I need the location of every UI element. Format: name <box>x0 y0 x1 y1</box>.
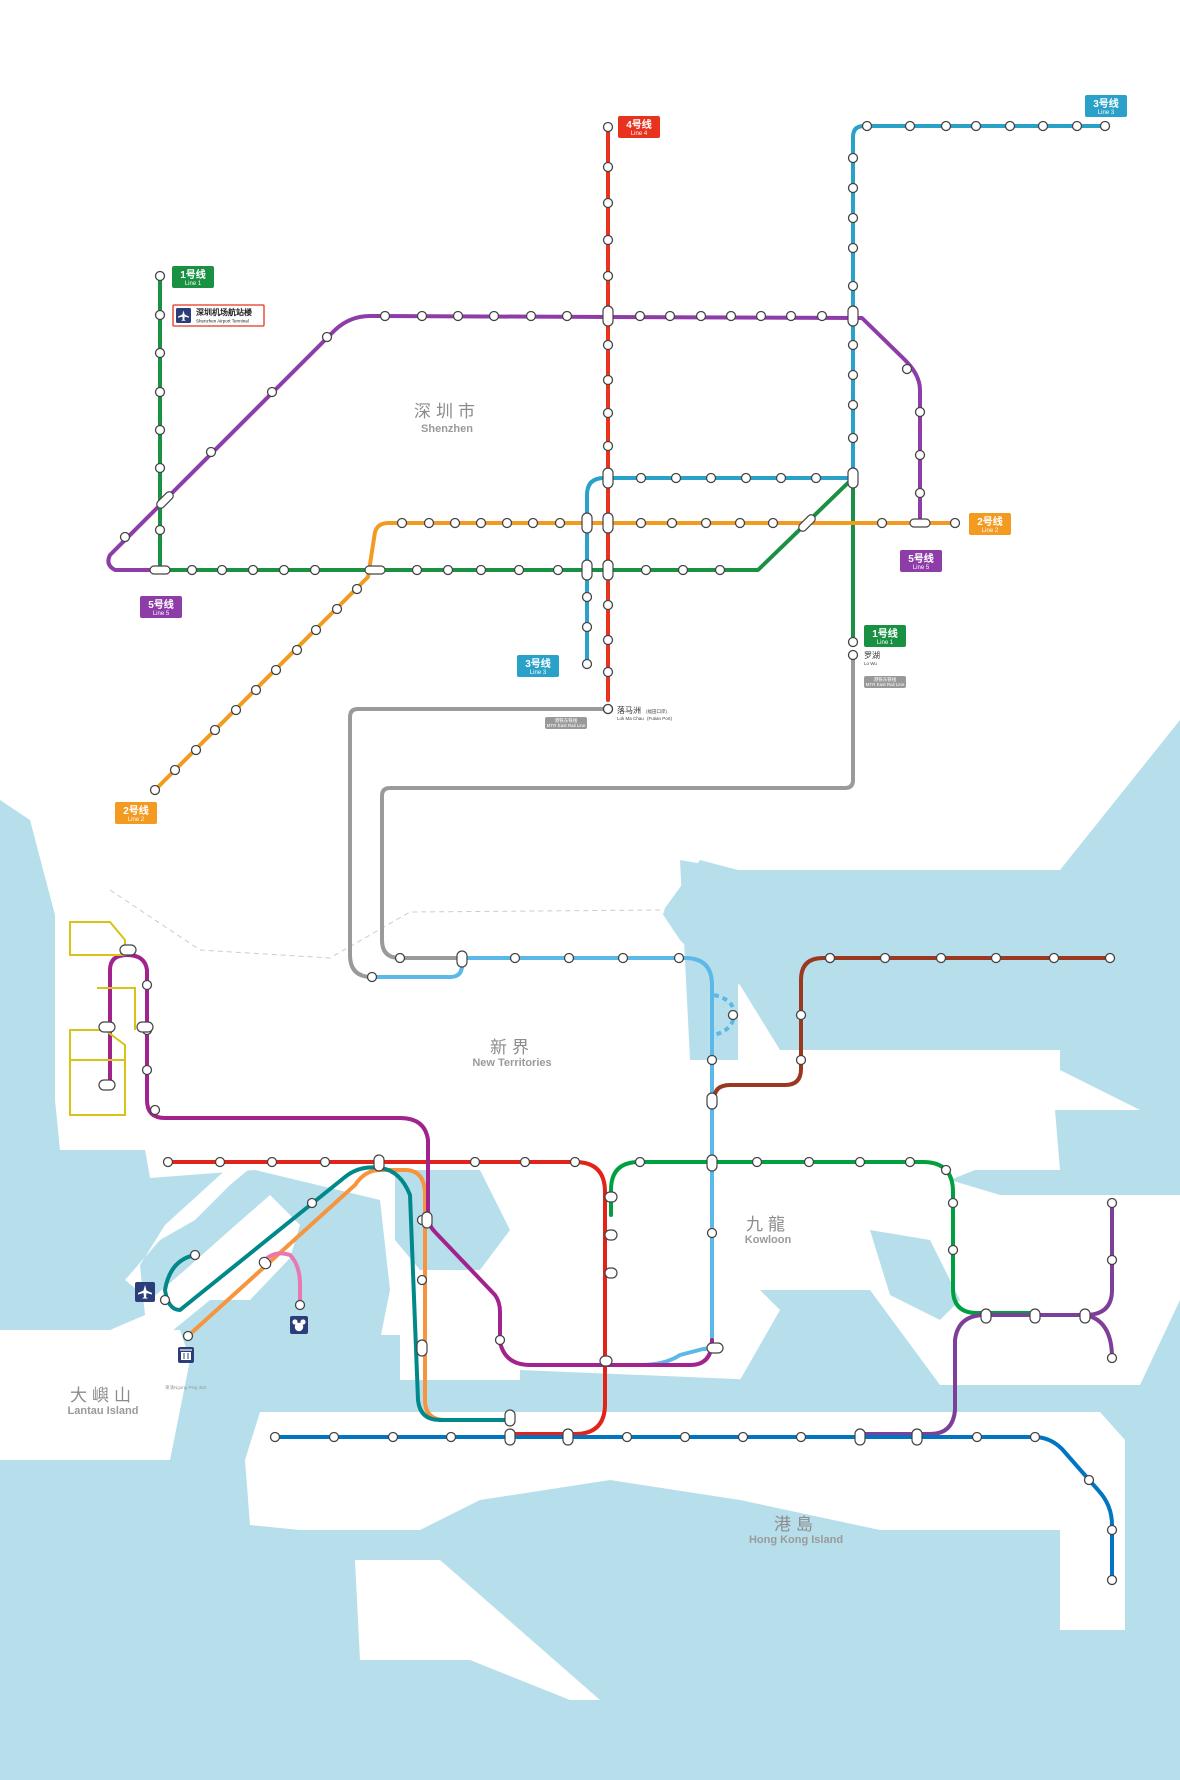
station-lok-ma-chau-cn: 落马洲 <box>617 705 641 715</box>
station-lo-wu-en: Lo Wu <box>864 661 877 666</box>
station-lo-wu-cn: 罗湖 <box>864 651 880 660</box>
label-sz-line2-right-cn: 2号线 <box>977 515 1003 528</box>
line-sz-5 <box>106 314 922 572</box>
land-kowloon <box>425 1240 700 1370</box>
sz-line2-stations <box>149 517 961 796</box>
land-east <box>1000 1195 1180 1385</box>
station-lok-ma-chau-cn-note: (福田口岸) <box>646 708 667 715</box>
airport-terminal-cn: 深圳机场航站楼 <box>196 307 252 317</box>
airport-terminal-en: Shenzhen Airport Terminal <box>196 319 249 324</box>
label-sz-line5-left-cn: 5号线 <box>148 598 174 611</box>
region-label-kowloon-cn: 九龍 <box>746 1215 790 1234</box>
region-label-nt-cn: 新界 <box>490 1038 534 1057</box>
label-sz-line3-top: 3号线 Line 3 <box>1085 95 1127 117</box>
region-label-lantau-cn: 大嶼山 <box>70 1386 136 1405</box>
mtr-stations <box>141 952 1118 1586</box>
label-sz-line2-bottom-cn: 2号线 <box>123 804 149 817</box>
region-label-kowloon-en: Kowloon <box>745 1234 792 1246</box>
label-sz-line3-top-en: Line 3 <box>1098 110 1115 116</box>
line-grey-connector-lo-wu <box>380 653 855 960</box>
airport-icon <box>176 308 191 323</box>
sz-line5-stations <box>119 310 926 543</box>
sz-interchanges <box>149 305 931 715</box>
label-sz-line3-top-cn: 3号线 <box>1093 97 1119 110</box>
ferry-label-en: Ngong Ping 360 <box>174 1385 207 1390</box>
label-sz-line1-bottom: 1号线 Line 1 <box>864 625 906 647</box>
label-sz-line1-top-cn: 1号线 <box>180 268 206 281</box>
metro-lines <box>69 124 1114 1582</box>
boundary-line <box>109 889 661 959</box>
station-lo-wu-label: 罗湖 Lo Wu 港铁东铁线 MTR East Rail Line <box>864 651 906 688</box>
station-lok-ma-chau-en: Lok Ma Chau <box>617 716 644 721</box>
airport-terminal-label: 深圳机场航站楼 Shenzhen Airport Terminal <box>172 304 265 327</box>
mtr-interchanges <box>98 944 1091 1446</box>
label-sz-line2-right: 2号线 Line 2 <box>969 513 1011 535</box>
region-label-shenzhen-en: Shenzhen <box>421 423 473 435</box>
ferry-label-cn: 東涌 <box>165 1384 174 1391</box>
label-sz-line2-bottom-en: Line 2 <box>128 817 145 823</box>
label-sz-line4-top-en: Line 4 <box>631 131 648 137</box>
line-mtr-west-rail <box>108 953 714 1367</box>
sz-line4-stations <box>602 121 614 715</box>
label-sz-line4-top: 4号线 Line 4 <box>618 116 660 138</box>
region-label-hki-en: Hong Kong Island <box>749 1534 843 1546</box>
lok-ma-chau-tag-cn: 港铁东铁线 <box>555 717 578 724</box>
land-masses <box>0 0 1180 1700</box>
label-sz-line4-top-cn: 4号线 <box>626 118 652 131</box>
line-mtr-airport-express <box>163 1165 512 1422</box>
land-new-territories <box>55 910 1140 1385</box>
line-light-rail <box>69 921 136 1116</box>
line-mtr-tseung-kwan-o <box>863 1198 1114 1436</box>
line-mtr-disneyland <box>263 1251 302 1307</box>
sz-line1-stations <box>154 270 859 648</box>
station-lok-ma-chau-label: 落马洲 (福田口岸) Lok Ma Chau (Futian Port) 港铁东… <box>545 705 673 729</box>
label-sz-line3-bottom-cn: 3号线 <box>525 657 551 670</box>
cable-car-icon <box>178 1347 194 1363</box>
lo-wu-tag-cn: 港铁东铁线 <box>874 676 897 683</box>
label-sz-line3-bottom-en: Line 3 <box>530 670 547 676</box>
lok-ma-chau-tag-en: MTR East Rail Line <box>547 723 586 728</box>
label-sz-line2-right-en: Line 2 <box>982 528 999 534</box>
region-label-hki-cn: 港島 <box>774 1515 818 1534</box>
line-labels: 1号线 Line 1 1号线 Line 1 2号线 Line 2 2号线 Lin… <box>115 95 1127 1391</box>
label-sz-line5-right: 5号线 Line 5 <box>900 550 942 572</box>
line-mtr-tung-chung <box>186 1168 512 1422</box>
label-sz-line3-bottom: 3号线 Line 3 <box>517 655 559 677</box>
label-sz-line2-bottom: 2号线 Line 2 <box>115 802 157 824</box>
land-north <box>0 0 1180 1020</box>
lo-wu-tag-en: MTR East Rail Line <box>866 682 905 687</box>
label-sz-line5-right-en: Line 5 <box>913 565 930 571</box>
label-sz-line1-bottom-en: Line 1 <box>877 640 894 646</box>
station-lok-ma-chau-en-note: (Futian Port) <box>647 716 673 721</box>
sz-line3-stations <box>581 120 1111 670</box>
label-sz-line5-left: 5号线 Line 5 <box>140 596 182 618</box>
label-sz-line1-bottom-cn: 1号线 <box>872 627 898 640</box>
land-lamma <box>355 1560 600 1700</box>
label-sz-line5-left-en: Line 5 <box>153 611 170 617</box>
region-label-shenzhen-cn: 深圳市 <box>414 402 480 421</box>
line-mtr-island <box>273 1435 1114 1582</box>
region-label-lantau-en: Lantau Island <box>68 1405 139 1417</box>
line-mtr-east-rail <box>370 956 714 1367</box>
stations <box>98 120 1118 1586</box>
label-sz-line1-top-en: Line 1 <box>185 281 202 287</box>
land-hk-island <box>245 1412 1125 1630</box>
region-label-nt-en: New Territories <box>472 1057 551 1069</box>
label-sz-line5-right-cn: 5号线 <box>908 552 934 565</box>
label-sz-line1-top: 1号线 Line 1 <box>172 266 214 288</box>
line-mtr-ma-on-shan <box>712 956 1112 1102</box>
line-mtr-tsuen-wan <box>166 1160 607 1436</box>
line-grey-connector-lok-ma-chau <box>348 707 610 979</box>
line-sz-2 <box>153 521 957 792</box>
water-channels <box>0 800 1180 1412</box>
airport-icon <box>135 1282 155 1302</box>
land-lantau-south <box>0 1330 190 1460</box>
disney-icon <box>290 1316 308 1334</box>
